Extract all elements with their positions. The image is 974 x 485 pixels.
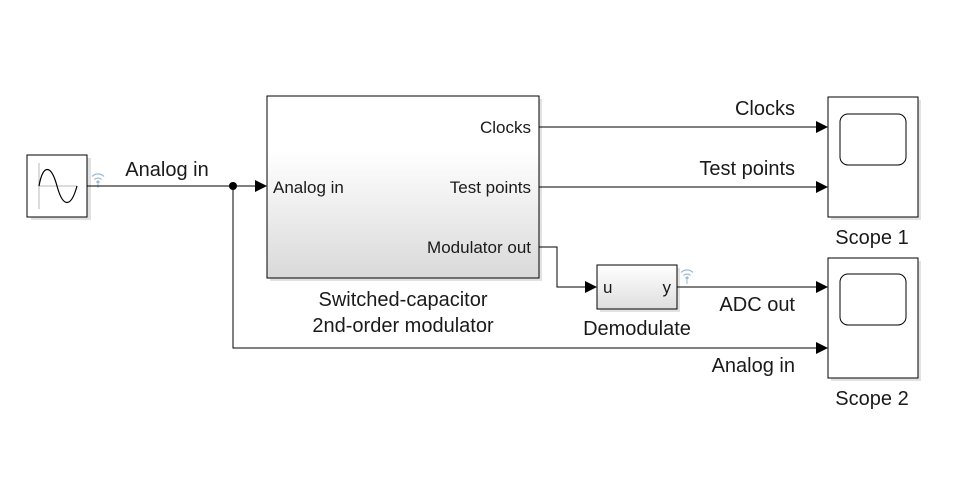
modulator-block-name-line2: 2nd-order modulator [312, 315, 494, 337]
signal-label-test-points: Test points [699, 158, 795, 180]
signal-line-modulator-out[interactable] [539, 246, 597, 293]
modulator-out-port-clocks-label: Clocks [480, 118, 531, 137]
signal-line-analog-in-to-scope2[interactable] [232, 186, 828, 354]
scope-screen-icon [839, 273, 907, 326]
scope-1-block[interactable] [827, 96, 921, 220]
signal-line-clocks[interactable] [539, 121, 828, 133]
scope-screen-icon [839, 113, 907, 166]
scope-2-block[interactable] [827, 257, 921, 381]
modulator-block-name-line1: Switched-capacitor [319, 289, 488, 311]
modulator-out-port-modout-label: Modulator out [427, 238, 531, 257]
sine-wave-icon [38, 163, 78, 209]
signal-label-adc-out: ADC out [719, 294, 795, 316]
modulator-subsystem-block[interactable]: Analog in Clocks Test points Modulator o… [266, 95, 542, 281]
modulator-in-port-label: Analog in [273, 178, 344, 197]
signal-label-analog-in: Analog in [125, 159, 208, 181]
demodulate-in-port-label: u [603, 278, 612, 297]
signal-line-test-points[interactable] [539, 181, 828, 193]
modulator-out-port-testpoints-label: Test points [450, 178, 531, 197]
sine-source-block[interactable] [26, 154, 91, 220]
signal-label-analog-in-scope2: Analog in [712, 355, 795, 377]
demodulate-block[interactable]: u y [596, 264, 680, 312]
signal-line-adc-out[interactable] [677, 281, 828, 293]
signal-line-analog-in[interactable] [87, 180, 267, 192]
scope-2-name: Scope 2 [835, 388, 908, 410]
demodulate-out-port-label: y [663, 278, 672, 297]
signal-log-indicator-demodulate [680, 269, 694, 284]
demodulate-block-name: Demodulate [583, 318, 691, 340]
signal-label-clocks: Clocks [735, 98, 795, 120]
scope-1-name: Scope 1 [835, 227, 908, 249]
signal-log-indicator-source [91, 173, 105, 188]
